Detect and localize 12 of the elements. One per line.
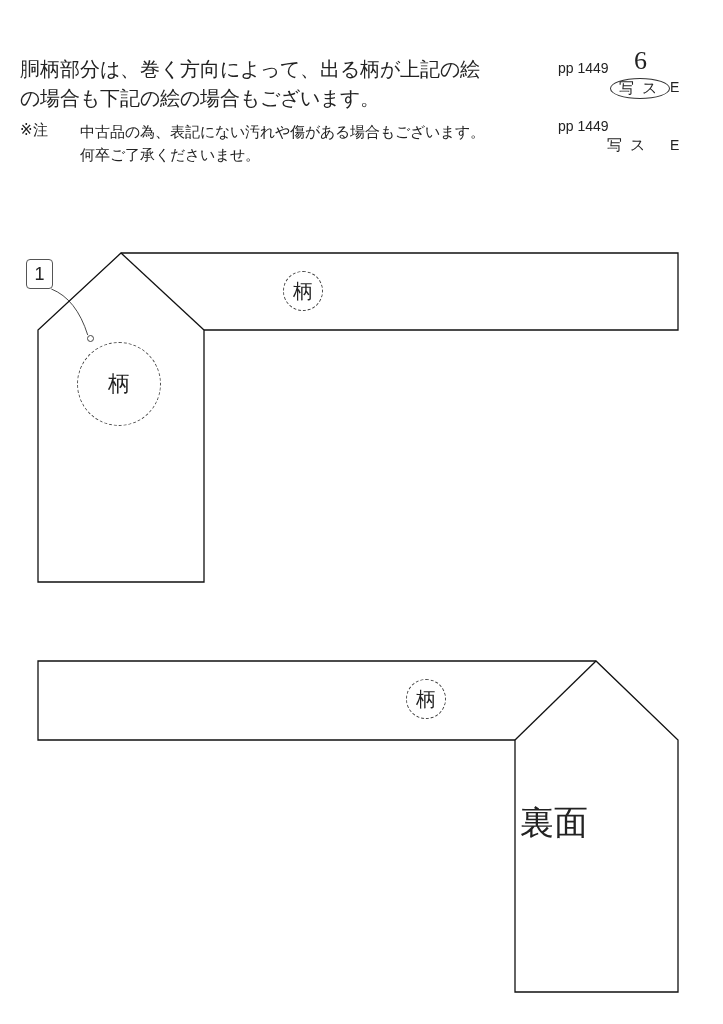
handwritten-digit: 6 — [634, 46, 647, 76]
note-marker: ※注 — [20, 121, 48, 140]
stamp-text: E — [670, 79, 680, 95]
back-side-label: 裏面 — [520, 801, 588, 844]
callout-number: 1 — [26, 259, 53, 289]
stamp-text: E — [670, 137, 680, 153]
stamp-text: 写ス — [607, 136, 653, 155]
reference-code: pp 1449 — [558, 118, 609, 134]
reference-code: pp 1449 — [558, 60, 609, 76]
note-text: 中古品の為、表記にない汚れや傷がある場合もございます。何卒ご了承くださいませ。 — [80, 122, 486, 167]
leader-line — [50, 288, 89, 336]
note-text: 胴柄部分は、巻く方向によって、出る柄が上記の絵の場合も下記の絵の場合もございます。 — [20, 56, 481, 112]
